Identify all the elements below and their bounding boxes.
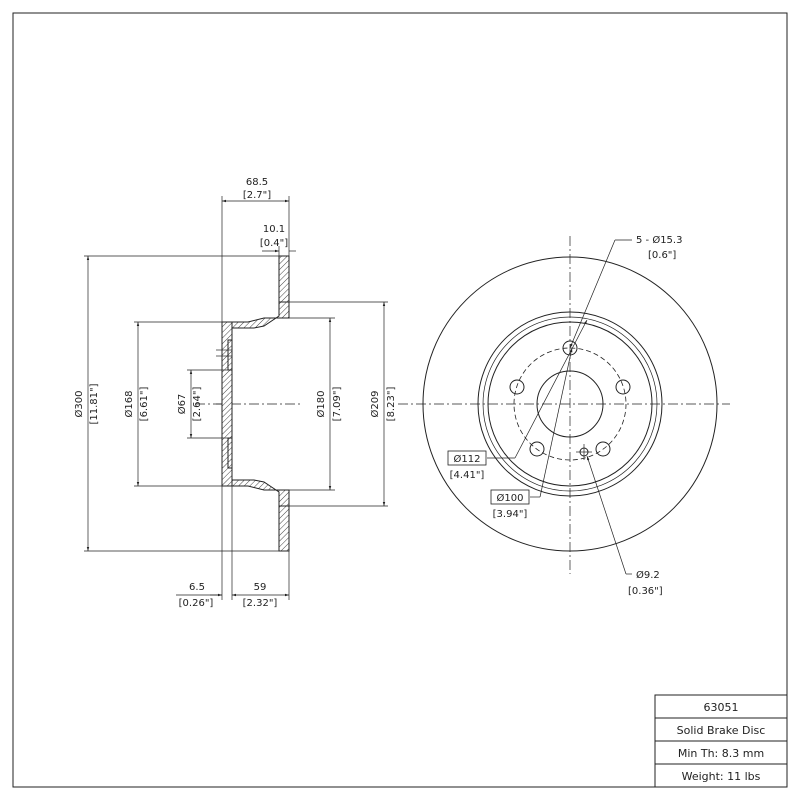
lug-hole xyxy=(615,379,631,395)
min-thickness: Min Th: 8.3 mm xyxy=(678,747,764,760)
dim-9-2: Ø9.2 xyxy=(636,569,660,581)
dim-180-in: [7.09"] xyxy=(332,387,343,422)
title-block: 63051 Solid Brake Disc Min Th: 8.3 mm We… xyxy=(654,694,788,788)
lug-hole xyxy=(595,441,611,457)
disc-outer-edge xyxy=(422,256,718,552)
part-number: 63051 xyxy=(704,701,739,714)
dim-10-1-in: [0.4"] xyxy=(260,238,288,249)
dim-112-box xyxy=(447,450,487,466)
dim-112: Ø112 xyxy=(454,453,481,465)
side-section-view: 68.5 [2.7"] 10.1 [0.4"] Ø300 [11.81"] Ø1… xyxy=(73,177,397,609)
dim-300: Ø300 xyxy=(73,391,85,418)
dim-100-box xyxy=(490,489,530,505)
dim-59-in: [2.32"] xyxy=(243,598,278,609)
dim-300-in: [11.81"] xyxy=(89,383,100,424)
hat-outer-edge xyxy=(477,311,663,497)
dim-209-in: [8.23"] xyxy=(386,387,397,422)
dim-67-in: [2.64"] xyxy=(192,387,203,422)
bolt-circle xyxy=(513,347,627,461)
dim-59: 59 xyxy=(254,582,267,593)
front-view: 5 - Ø15.3 [0.6"] Ø112 [4.41"] Ø100 [3.94… xyxy=(398,234,730,597)
lug-hole xyxy=(529,441,545,457)
lug-hole xyxy=(562,340,578,356)
dim-209: Ø209 xyxy=(369,391,381,418)
dim-6-5: 6.5 xyxy=(189,582,205,593)
dim-168-in: [6.61"] xyxy=(139,387,150,422)
dim-180: Ø180 xyxy=(315,391,327,418)
dim-112-in: [4.41"] xyxy=(450,470,485,481)
dim-168: Ø168 xyxy=(123,391,135,418)
dim-9-2-in: [0.36"] xyxy=(628,586,663,597)
dim-67: Ø67 xyxy=(176,394,188,415)
dim-100-in: [3.94"] xyxy=(493,509,528,520)
weight: Weight: 11 lbs xyxy=(682,770,761,783)
holes-label: 5 - Ø15.3 xyxy=(636,234,682,246)
dim-10-1: 10.1 xyxy=(263,224,285,235)
drawing-border xyxy=(12,12,788,788)
center-bore xyxy=(536,370,604,438)
holes-label-in: [0.6"] xyxy=(648,250,676,261)
lug-hole xyxy=(509,379,525,395)
part-description: Solid Brake Disc xyxy=(677,724,766,737)
dim-100: Ø100 xyxy=(497,492,524,504)
dim-68-5-in: [2.7"] xyxy=(243,190,271,201)
dim-68-5: 68.5 xyxy=(246,177,268,188)
dim-6-5-in: [0.26"] xyxy=(179,598,214,609)
